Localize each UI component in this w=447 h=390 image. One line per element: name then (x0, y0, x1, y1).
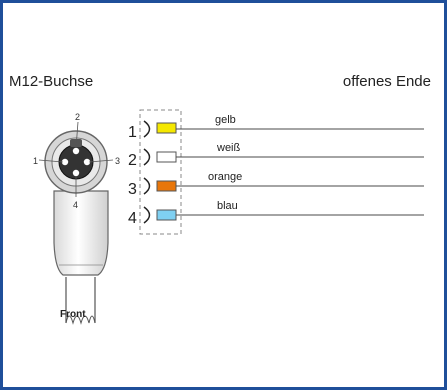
wire-pin-number: 3 (128, 181, 137, 198)
wire-color-name: gelb (215, 114, 236, 126)
pin-3 (83, 158, 91, 166)
m12-connector: 1 2 3 4 Front (33, 112, 120, 325)
pin-2 (72, 147, 80, 155)
pin-4 (72, 169, 80, 177)
socket-contact-icon (143, 148, 151, 166)
pin-label-4: 4 (73, 200, 78, 210)
connector-housing (53, 190, 109, 276)
wire-pin-number: 2 (128, 152, 137, 169)
wire-color-swatch (156, 180, 177, 192)
cable-lines (65, 277, 96, 323)
wire-row-4: 4 blau (128, 200, 424, 227)
pin-label-3: 3 (115, 156, 120, 166)
terminal-box (139, 109, 182, 235)
pin-label-1: 1 (33, 156, 38, 166)
socket-contact-icon (143, 120, 151, 138)
wire-color-swatch (156, 122, 177, 134)
wire-row-2: 2 weiß (128, 142, 424, 169)
wire-row-1: 1 gelb (128, 114, 424, 141)
pin-1 (61, 158, 69, 166)
wire-color-swatch (156, 209, 177, 221)
wire-color-name: blau (217, 200, 238, 212)
front-label: Front (60, 309, 86, 320)
wiring-diagram: 1 2 3 4 Front 1 gelb 2 weiß 3 (33, 109, 424, 325)
wire-row-3: 3 orange (128, 171, 424, 198)
pin-label-2: 2 (75, 112, 80, 122)
socket-contact-icon (143, 177, 151, 195)
socket-title: M12-Buchse (9, 73, 94, 90)
wire-color-swatch (156, 151, 177, 163)
open-end-title: offenes Ende (342, 73, 431, 90)
wire-pin-number: 4 (128, 210, 137, 227)
socket-contact-icon (143, 206, 151, 224)
wire-color-name: orange (208, 171, 242, 183)
cable-cut-end (65, 315, 96, 325)
wire-pin-number: 1 (128, 124, 137, 141)
wire-color-name: weiß (216, 142, 241, 154)
